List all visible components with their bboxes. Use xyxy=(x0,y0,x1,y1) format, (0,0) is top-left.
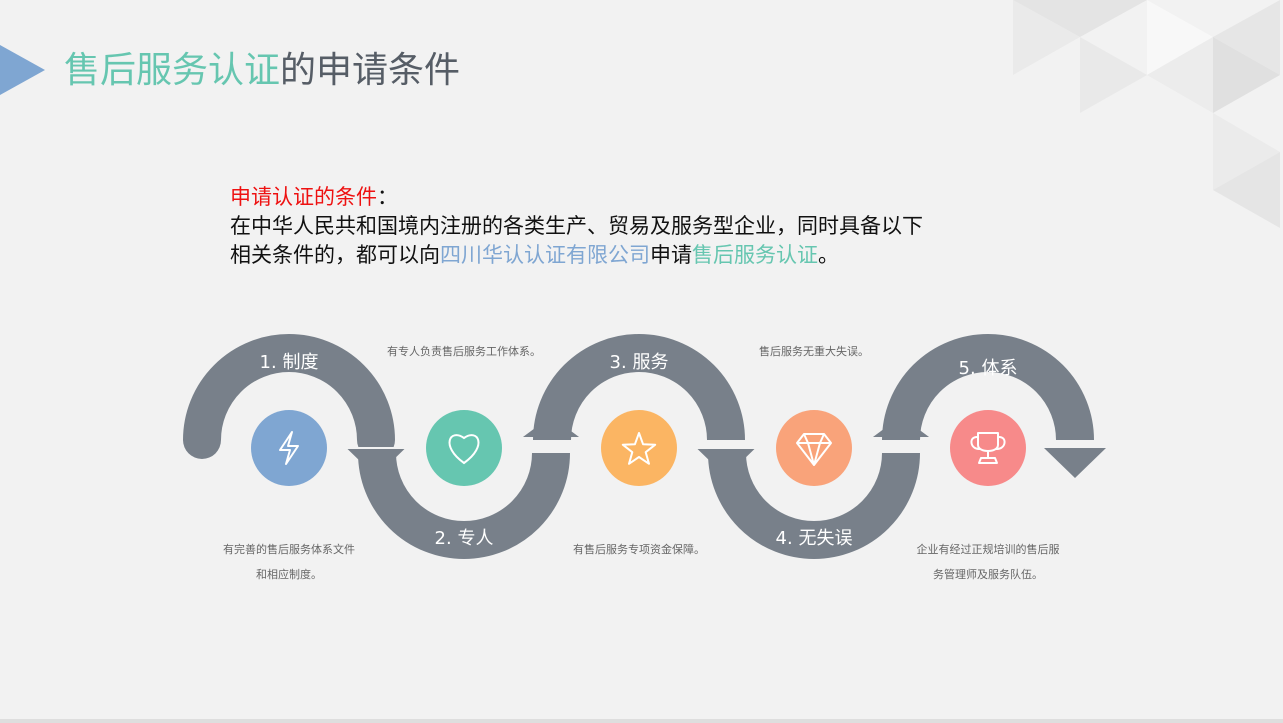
arrow-head-down xyxy=(1044,448,1106,478)
arrow-arc xyxy=(183,334,395,459)
step-circle xyxy=(950,410,1026,486)
arrow-arc xyxy=(708,452,920,559)
intro-text: 申请认证的条件： 在中华人民共和国境内注册的各类生产、贸易及服务型企业，同时具备… xyxy=(230,185,923,267)
step-label: 4. 无失误 xyxy=(775,528,853,549)
star-icon xyxy=(621,432,657,465)
step-description: 有完善的售后服务体系文件和相应制度。 xyxy=(223,543,355,581)
step-description: 有售后服务专项资金保障。 xyxy=(573,543,705,556)
step-circle xyxy=(601,410,677,486)
step-circle xyxy=(776,410,852,486)
step-circle xyxy=(426,410,502,486)
conditions-label: 申请认证的条件 xyxy=(230,185,377,209)
step-description: 售后服务无重大失误。 xyxy=(759,345,869,358)
step-description: 企业有经过正规培训的售后服务管理师及服务队伍。 xyxy=(916,543,1060,581)
arrow-arc xyxy=(358,452,570,559)
page-title: 售后服务认证的申请条件 xyxy=(64,50,461,91)
step-description: 有专人负责售后服务工作体系。 xyxy=(387,345,541,358)
step-circle xyxy=(251,410,327,486)
lightning-icon xyxy=(279,431,299,465)
cert-name: 售后服务认证 xyxy=(692,243,818,267)
company-name: 四川华认认证有限公司 xyxy=(440,243,650,267)
step-label: 3. 服务 xyxy=(609,352,669,373)
step-label: 5. 体系 xyxy=(958,358,1018,379)
step-label: 2. 专人 xyxy=(434,528,494,549)
title-marker xyxy=(0,45,45,95)
heart-icon xyxy=(448,434,480,465)
arrow-arc xyxy=(533,334,745,441)
trophy-icon xyxy=(970,432,1006,464)
divider xyxy=(0,719,1283,723)
step-label: 1. 制度 xyxy=(259,352,319,373)
arrow-arc xyxy=(882,334,1094,441)
diamond-icon xyxy=(796,433,832,466)
